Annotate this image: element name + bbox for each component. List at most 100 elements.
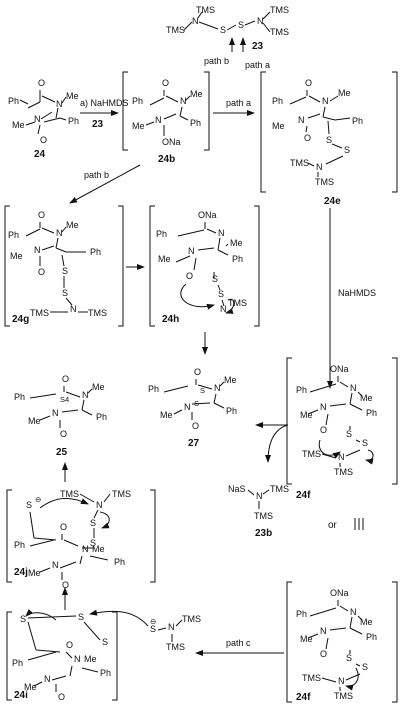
- nitrogen-label: N: [82, 390, 89, 400]
- methyl-label: Me: [224, 375, 237, 385]
- oxygen-label: O: [320, 425, 327, 435]
- nitrogen-label: N: [350, 383, 357, 393]
- nitrogen-label: N: [74, 654, 81, 664]
- oxygen-label: O: [38, 78, 45, 88]
- phenyl-label: Ph: [12, 658, 23, 668]
- tms-label: TMS: [166, 642, 185, 652]
- compound-27: O Ph N Me S S N Me Ph O 27: [148, 367, 237, 449]
- phenyl-label: Ph: [272, 96, 283, 106]
- tms-label: TMS: [302, 673, 321, 683]
- nitrogen-label: N: [70, 304, 77, 314]
- methyl-label: Me: [66, 220, 79, 230]
- compound-label-24: 24: [34, 149, 46, 160]
- phenyl-label: Ph: [100, 668, 111, 678]
- methyl-label: Me: [66, 91, 79, 101]
- compound-24g: O Ph N Me N Me Ph O S S N TMS TMS 24g: [4, 205, 124, 327]
- phenyl-label: Ph: [114, 557, 125, 567]
- nitrogen-label: N: [322, 96, 329, 106]
- nitrogen-label: N: [168, 622, 175, 632]
- phenyl-label: Ph: [132, 96, 143, 106]
- tms-label: TMS: [315, 177, 334, 187]
- methyl-label: Me: [12, 120, 25, 130]
- phenyl-label: Ph: [190, 118, 201, 128]
- phenyl-label: Ph: [148, 384, 159, 394]
- compound-label-23: 23: [252, 41, 264, 52]
- nitrogen-label: N: [218, 228, 225, 238]
- sulfur-label: S: [62, 288, 68, 298]
- compound-25: O Ph N Me S4 N Me Ph O 25: [14, 374, 107, 458]
- compound-24: O N Me Ph N Me Ph O 24: [8, 78, 79, 160]
- thiolate-label: S: [26, 500, 32, 510]
- nitrogen-label: N: [34, 245, 41, 255]
- sulfur-label: S: [62, 266, 68, 276]
- compound-24f-top: ONa Ph N Me N Me Ph O S S N TMS TMS 24f: [286, 357, 398, 501]
- nitrogen-label: N: [56, 228, 63, 238]
- methyl-label: Me: [10, 251, 23, 261]
- compound-label-24j: 24j: [14, 567, 28, 578]
- phenyl-label: Ph: [90, 247, 101, 257]
- nitrogen-label: N: [298, 115, 305, 125]
- path-b-label: path b: [204, 56, 229, 66]
- oxygen-label: O: [38, 210, 45, 220]
- sulfur-label: S: [20, 614, 26, 624]
- compound-label-24g: 24g: [12, 314, 29, 325]
- phenyl-label: Ph: [296, 609, 307, 619]
- reagent-23: TMS TMS N S S N TMS TMS 23 path b path a: [166, 5, 289, 70]
- methyl-label: Me: [158, 254, 171, 264]
- phenyl-label: Ph: [96, 412, 107, 422]
- nitrogen-label: N: [257, 16, 264, 26]
- nitrogen-label: N: [316, 162, 323, 172]
- oxygen-label: O: [162, 78, 169, 88]
- phenyl-label: Ph: [226, 406, 237, 416]
- nitrogen-label: N: [256, 491, 263, 501]
- tms-label: TMS: [182, 614, 201, 624]
- phenyl-label: Ph: [156, 229, 167, 239]
- nitrogen-label: N: [220, 304, 227, 314]
- oxygen-label: O: [304, 133, 311, 143]
- tms-label: TMS: [112, 489, 131, 499]
- oxygen-label: O: [60, 429, 67, 439]
- methyl-label: Me: [84, 654, 97, 664]
- nitrogen-label: N: [188, 246, 195, 256]
- reagent-nahmds: a) NaHMDS: [80, 98, 129, 108]
- path-a-label: path a: [226, 98, 251, 108]
- tms-label: TMS: [290, 158, 309, 168]
- tms-label: TMS: [88, 308, 107, 318]
- phenyl-label: Ph: [8, 96, 19, 106]
- nitrogen-label: N: [52, 408, 59, 418]
- compound-label-24h: 24h: [162, 314, 179, 325]
- sulfur-label: S: [362, 438, 368, 448]
- compound-24h: ONa Ph N Me N Me Ph O S S N TMS 24h: [149, 205, 260, 327]
- compound-label-24i: 24i: [14, 690, 28, 701]
- sulfur-label: S: [200, 386, 205, 395]
- methyl-label: Me: [92, 382, 105, 392]
- methyl-label: Me: [360, 393, 373, 403]
- compound-24e: O Ph N Me N Me Ph O S S N TMS TMS 24e: [260, 71, 398, 207]
- tms-label: TMS: [166, 25, 185, 35]
- nitrogen-label: N: [56, 99, 63, 109]
- equilibrium-bars: [354, 518, 364, 530]
- oxygen-label: O: [60, 522, 67, 532]
- sulfur-label: S: [78, 612, 84, 622]
- sulfur-label: S: [218, 289, 224, 299]
- compound-label-24f: 24f: [296, 490, 311, 501]
- nitrogen-label: N: [350, 607, 357, 617]
- negative-charge: ⊖: [150, 617, 156, 626]
- oxygen-label: O: [186, 271, 193, 281]
- sulfur-label: S: [238, 20, 244, 30]
- methyl-label: Me: [92, 544, 105, 554]
- methyl-label: Me: [360, 617, 373, 627]
- sodium-enolate-label: ONa: [330, 588, 349, 598]
- phenyl-label: Ph: [296, 385, 307, 395]
- compound-24f-bottom: ONa Ph N Me N Me Ph O S S N TMS TMS 24f: [286, 581, 398, 703]
- path-a-label: path a: [245, 60, 270, 70]
- sulfur-label: S: [212, 274, 218, 284]
- nitrogen-label: N: [44, 674, 51, 684]
- methyl-label: Me: [230, 238, 243, 248]
- tetrasulfide-label: S4: [60, 395, 69, 404]
- negative-charge: ⊖: [35, 495, 41, 504]
- nitrogen-label: N: [192, 16, 199, 26]
- sodium-enolate-label: ONa: [198, 210, 217, 220]
- phenyl-label: Ph: [14, 540, 25, 550]
